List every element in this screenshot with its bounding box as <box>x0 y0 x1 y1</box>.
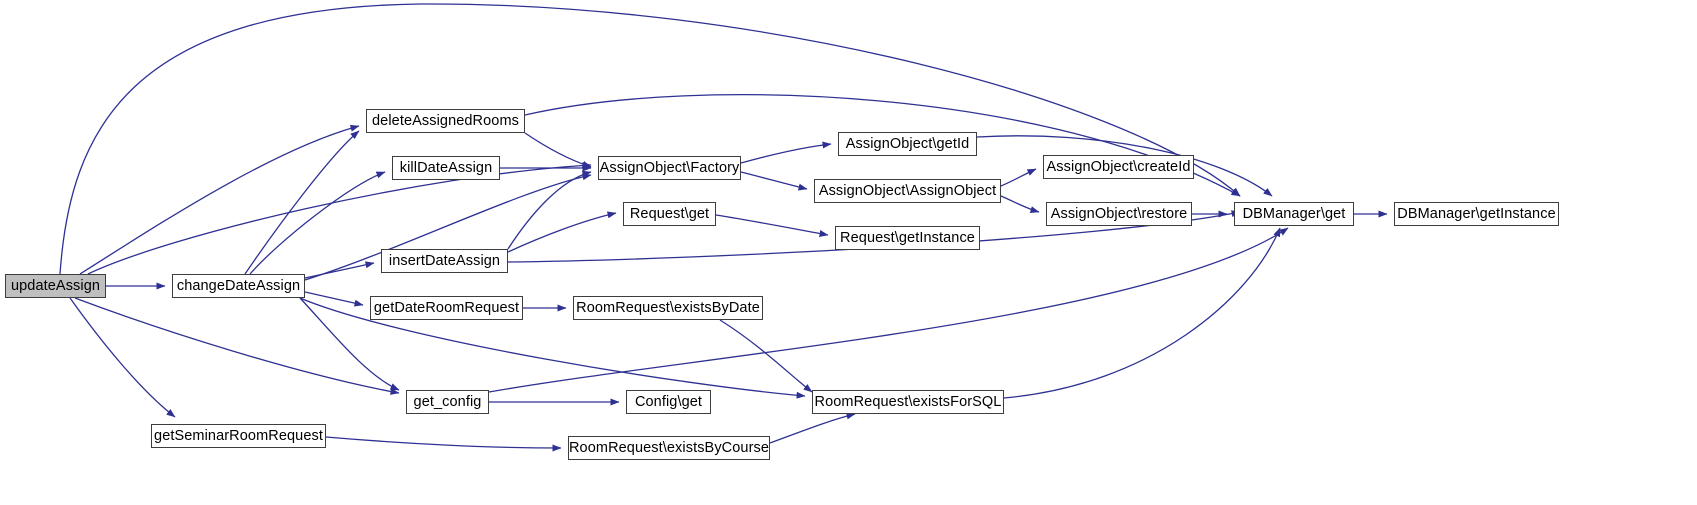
graph-node-label: insertDateAssign <box>388 252 501 269</box>
edge-AssignObjectFactory-to-AssignObjectgetId <box>740 141 832 164</box>
graph-node-label: RoomRequest\existsForSQL <box>814 393 1002 410</box>
graph-node-AssignObjectgetId[interactable]: AssignObject\getId <box>838 132 977 156</box>
edge-RoomRequestexistsByDate-to-RoomRequestexistsForSQL <box>719 319 813 393</box>
edge-RoomRequestexistsForSQL-to-DBManagerget <box>1003 227 1281 399</box>
graph-node-label: updateAssign <box>10 277 101 294</box>
graph-node-AssignObjectcreateId[interactable]: AssignObject\createId <box>1043 155 1194 179</box>
graph-node-AssignObjectrestore[interactable]: AssignObject\restore <box>1046 202 1192 226</box>
graph-node-label: get_config <box>413 393 482 410</box>
graph-node-label: changeDateAssign <box>176 277 301 294</box>
graph-node-RoomRequestexistsByDate[interactable]: RoomRequest\existsByDate <box>573 296 763 320</box>
graph-node-RequestgetInstance[interactable]: Request\getInstance <box>835 226 980 250</box>
graph-node-DBManagergetInstance[interactable]: DBManager\getInstance <box>1394 202 1559 226</box>
graph-node-label: DBManager\get <box>1242 205 1346 222</box>
edge-updateAssign-to-getSeminarRoomRequest <box>69 297 176 418</box>
edge-changeDateAssign-to-killDateAssign <box>249 171 386 275</box>
edge-changeDateAssign-to-deleteAssignedRooms <box>244 130 360 275</box>
graph-node-label: killDateAssign <box>399 159 493 176</box>
edge-insertDateAssign-to-Requestget <box>507 211 617 253</box>
edge-deleteAssignedRooms-to-AssignObjectFactory <box>524 132 592 168</box>
graph-node-label: getDateRoomRequest <box>373 299 520 316</box>
graph-node-label: DBManager\getInstance <box>1397 205 1556 222</box>
graph-node-updateAssign[interactable]: updateAssign <box>5 274 106 298</box>
edge-updateAssign-to-DBManagerget <box>59 3 1241 275</box>
graph-node-getDateRoomRequest[interactable]: getDateRoomRequest <box>370 296 523 320</box>
graph-node-Configget[interactable]: Config\get <box>626 390 711 414</box>
graph-node-label: AssignObject\restore <box>1050 205 1188 222</box>
graph-node-DBManagerget[interactable]: DBManager\get <box>1234 202 1354 226</box>
graph-node-changeDateAssign[interactable]: changeDateAssign <box>172 274 305 298</box>
edge-changeDateAssign-to-insertDateAssign <box>304 261 375 279</box>
graph-node-get_config[interactable]: get_config <box>406 390 489 414</box>
graph-node-AssignObjectAssignObject[interactable]: AssignObject\AssignObject <box>814 179 1001 203</box>
graph-node-AssignObjectFactory[interactable]: AssignObject\Factory <box>598 156 741 180</box>
edge-AssignObjectAssignObject-to-AssignObjectrestore <box>1000 195 1040 214</box>
graph-node-label: Config\get <box>634 393 703 410</box>
graph-node-label: getSeminarRoomRequest <box>154 427 323 444</box>
edge-AssignObjectAssignObject-to-AssignObjectcreateId <box>1000 168 1037 187</box>
graph-node-RoomRequestexistsByCourse[interactable]: RoomRequest\existsByCourse <box>568 436 770 460</box>
graph-node-label: RoomRequest\existsByDate <box>576 299 760 316</box>
graph-node-label: AssignObject\AssignObject <box>818 182 997 199</box>
graph-node-insertDateAssign[interactable]: insertDateAssign <box>381 249 508 273</box>
edge-updateAssign-to-AssignObjectFactory <box>87 162 592 275</box>
graph-node-getSeminarRoomRequest[interactable]: getSeminarRoomRequest <box>151 424 326 448</box>
edge-insertDateAssign-to-AssignObjectFactory <box>507 170 592 250</box>
graph-node-label: deleteAssignedRooms <box>372 112 519 129</box>
edge-Requestget-to-RequestgetInstance <box>715 214 829 237</box>
edge-getSeminarRoomRequest-to-RoomRequestexistsByCourse <box>325 436 562 452</box>
graph-node-label: Request\getInstance <box>840 229 975 246</box>
edge-updateAssign-to-get_config <box>74 297 400 395</box>
graph-node-Requestget[interactable]: Request\get <box>623 202 716 226</box>
graph-node-killDateAssign[interactable]: killDateAssign <box>392 156 500 180</box>
graph-node-label: Request\get <box>629 205 710 222</box>
graph-node-label: RoomRequest\existsByCourse <box>568 439 770 456</box>
edge-changeDateAssign-to-getDateRoomRequest <box>304 291 364 307</box>
edge-AssignObjectFactory-to-AssignObjectAssignObject <box>740 171 808 191</box>
graph-node-label: AssignObject\Factory <box>599 159 740 176</box>
edge-RoomRequestexistsByCourse-to-RoomRequestexistsForSQL <box>769 412 856 444</box>
graph-node-deleteAssignedRooms[interactable]: deleteAssignedRooms <box>366 109 525 133</box>
edge-updateAssign-to-deleteAssignedRooms <box>79 124 360 275</box>
graph-node-label: AssignObject\createId <box>1046 158 1191 175</box>
graph-node-RoomRequestexistsForSQL[interactable]: RoomRequest\existsForSQL <box>812 390 1004 414</box>
graph-node-label: AssignObject\getId <box>845 135 970 152</box>
